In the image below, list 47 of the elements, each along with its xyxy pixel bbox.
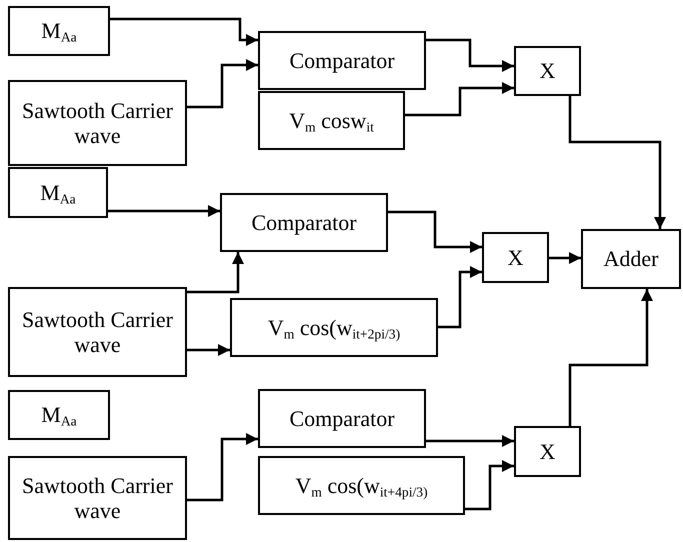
arrow: [568, 289, 653, 426]
box-label: M$_{Aa}$: [41, 402, 77, 428]
arrow: [108, 205, 220, 217]
box-label: Comparator: [251, 210, 357, 236]
box-label: Sawtooth Carrier wave: [21, 306, 174, 358]
box-label: Comparator: [289, 48, 395, 74]
process-box: [581, 229, 681, 289]
box-label: Adder: [604, 246, 658, 272]
arrow: [388, 210, 482, 253]
process-box: [482, 232, 549, 283]
process-box: [514, 46, 581, 96]
process-box: [230, 298, 438, 357]
box-label: V$_{m}$ cosw$_{it}$: [289, 108, 374, 134]
process-box: [258, 91, 405, 150]
process-box: [8, 456, 187, 540]
arrow: [187, 344, 230, 356]
arrow: [568, 96, 666, 229]
process-box: [8, 6, 110, 56]
box-label: M$_{Aa}$: [40, 180, 76, 206]
arrow: [438, 266, 482, 328]
arrow: [187, 59, 258, 108]
box-label: Sawtooth Carrier wave: [21, 98, 174, 148]
box-label: X: [508, 244, 524, 270]
process-box: [258, 456, 465, 515]
box-label: Comparator: [289, 406, 395, 432]
arrow: [426, 435, 514, 447]
arrow: [549, 252, 581, 264]
box-label: V$_{m}$ cos(w$_{it+4pi/3)}$: [295, 472, 428, 498]
process-box: [8, 390, 110, 440]
box-label: M$_{Aa}$: [41, 18, 77, 44]
box-label: V$_{m}$ cos(w$_{it+2pi/3)}$: [268, 314, 400, 340]
process-box: [8, 80, 187, 166]
arrow: [110, 18, 258, 46]
arrow: [465, 460, 514, 510]
arrow: [426, 38, 514, 72]
process-box: [258, 31, 426, 90]
process-box: [258, 389, 426, 448]
arrow: [187, 433, 258, 502]
process-box: [8, 167, 108, 218]
arrow: [187, 252, 244, 294]
box-label: X: [540, 438, 556, 464]
process-box: [8, 287, 187, 377]
process-box: [220, 193, 388, 252]
box-label: X: [540, 58, 556, 84]
arrow: [405, 82, 514, 116]
box-label: Sawtooth Carrier wave: [21, 472, 174, 524]
process-box: [514, 426, 581, 477]
